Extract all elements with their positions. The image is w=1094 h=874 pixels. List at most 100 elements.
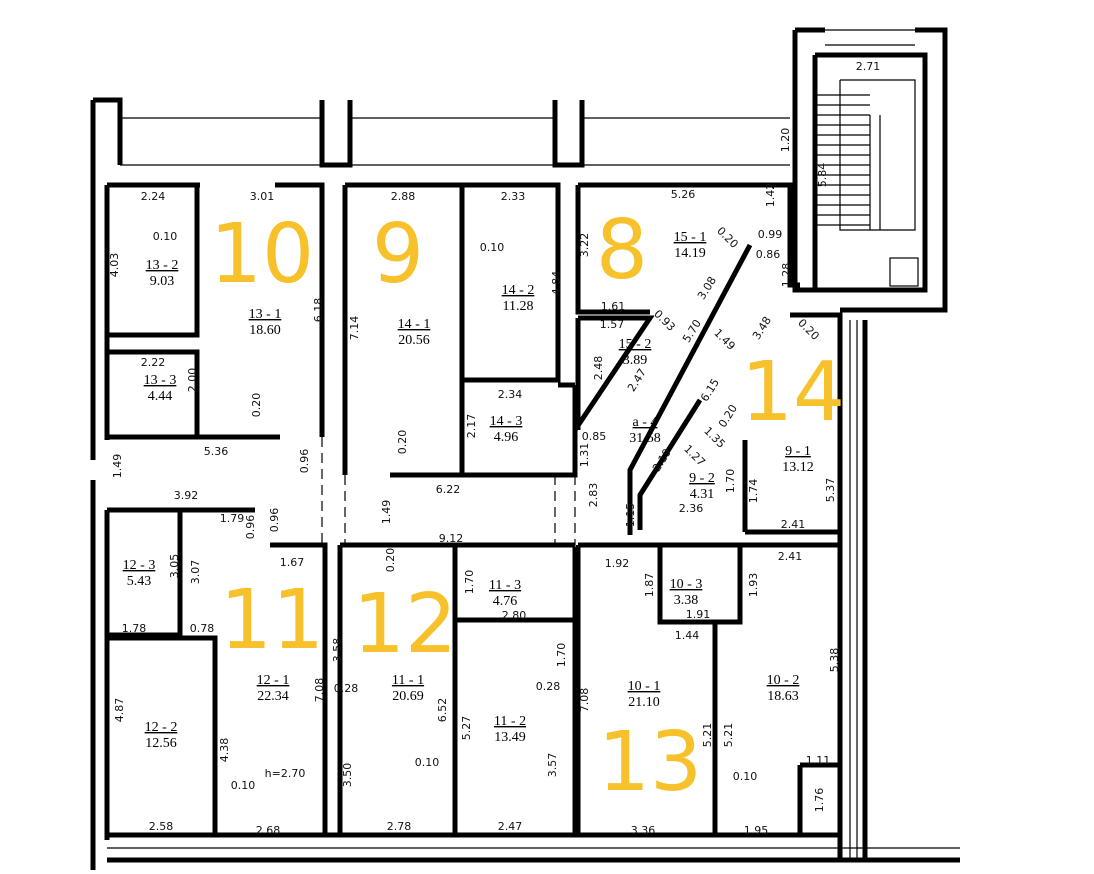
dimension-label: 7.14 <box>348 316 361 341</box>
room-area: 3.38 <box>674 593 699 608</box>
dimension-label: 0.85 <box>582 430 607 443</box>
dimension-label: 0.20 <box>396 430 409 455</box>
dimension-label: 3.36 <box>631 824 656 837</box>
dimension-label: 0.28 <box>536 680 561 693</box>
dimension-label: 3.57 <box>546 753 559 778</box>
dimension-label: 5.36 <box>204 445 229 458</box>
room-id: 11 - 3 <box>489 578 521 593</box>
dimension-label: 0.96 <box>244 515 257 540</box>
dimension-label: 0.10 <box>231 779 256 792</box>
dimension-label: 1.78 <box>122 622 147 635</box>
dimension-label: 1.70 <box>463 570 476 595</box>
dimension-label: 2.58 <box>149 820 174 833</box>
dimension-label: 1.44 <box>675 629 700 642</box>
room-area: 18.63 <box>767 689 799 704</box>
dimension-label: 5.37 <box>824 478 837 503</box>
room-id: 13 - 1 <box>249 307 282 322</box>
dimension-label: 0.86 <box>756 248 781 261</box>
unit-number: 9 <box>372 207 424 302</box>
room-area: 3.89 <box>623 353 648 368</box>
dimension-label: 3.05 <box>168 554 181 579</box>
room-area: 4.31 <box>690 487 715 502</box>
dimension-label: 0.20 <box>795 316 822 343</box>
dimension-label: 2.41 <box>781 518 806 531</box>
dimension-label: 1.70 <box>724 469 737 494</box>
room-area: 4.44 <box>148 389 173 404</box>
dimension-label: 3.92 <box>174 489 199 502</box>
dimension-label: 6.18 <box>312 298 325 323</box>
dimension-label: 0.20 <box>250 393 263 418</box>
room-area: 13.12 <box>782 460 814 475</box>
dimension-label: 4.87 <box>113 698 126 723</box>
dimension-label: 2.34 <box>498 388 523 401</box>
dimension-label: 1.67 <box>280 556 305 569</box>
dimension-label: 1.74 <box>747 479 760 504</box>
dimension-label: 3.58 <box>331 638 344 663</box>
unit-number: 12 <box>353 577 457 672</box>
dimension-label: 5.21 <box>701 723 714 748</box>
dimension-label: 1.11 <box>806 754 831 767</box>
dimension-label: 3.08 <box>695 274 719 302</box>
dimension-label: 3.50 <box>341 763 354 788</box>
dimension-label: 0.96 <box>298 449 311 474</box>
dimension-label: 3.01 <box>250 190 275 203</box>
dimension-label: 5.84 <box>816 163 829 188</box>
room-area: 31.58 <box>629 431 661 446</box>
dimension-label: 1.42 <box>764 183 777 208</box>
dimension-label: 4.03 <box>108 253 121 278</box>
dimension-label: 1.92 <box>605 557 630 570</box>
dimension-label: 1.15 <box>624 503 637 528</box>
room-area: 13.49 <box>494 730 526 745</box>
room-area: 21.10 <box>628 695 660 710</box>
dimension-label: 1.49 <box>711 326 738 353</box>
dimension-label: 2.48 <box>592 356 605 381</box>
room-id: 15 - 1 <box>674 230 707 245</box>
dimension-label: 5.26 <box>671 188 696 201</box>
dimension-label: 2.41 <box>778 550 803 563</box>
dimension-label: 1.49 <box>380 500 393 525</box>
dimension-label: 7.08 <box>578 688 591 713</box>
room-id: 15 - 2 <box>619 337 652 352</box>
dimension-label: 2.68 <box>256 824 281 837</box>
dimension-label: h=2.70 <box>265 767 306 780</box>
dimension-label: 2.71 <box>856 60 881 73</box>
dimension-label: 6.15 <box>698 376 722 404</box>
dimension-label: 0.20 <box>716 402 740 430</box>
dimension-label: 2.36 <box>679 502 704 515</box>
dimension-label: 1.31 <box>578 443 591 468</box>
dimension-label: 0.20 <box>384 548 397 573</box>
room-id: 13 - 3 <box>144 373 177 388</box>
dimension-label: 1.79 <box>220 512 245 525</box>
unit-number: 8 <box>596 203 648 298</box>
dimension-label: 2.22 <box>141 356 166 369</box>
room-area: 4.96 <box>494 430 519 445</box>
dimension-label: 0.78 <box>190 622 215 635</box>
room-area: 11.28 <box>503 299 534 314</box>
dimension-label: 1.93 <box>747 573 760 598</box>
dimension-label: 1.95 <box>744 824 769 837</box>
room-id: a - 4 <box>633 415 658 430</box>
room-area: 14.19 <box>674 246 706 261</box>
dimension-label: 1.20 <box>779 128 792 153</box>
unit-number: 11 <box>220 573 324 668</box>
room-id: 11 - 2 <box>494 714 526 729</box>
dimension-label: 5.38 <box>828 648 841 673</box>
dimension-label: 2.33 <box>501 190 526 203</box>
dimension-label: 1.27 <box>681 442 708 469</box>
dimension-label: 2.80 <box>502 609 527 622</box>
dimension-label: 6.52 <box>436 698 449 723</box>
dimension-label: 2.24 <box>141 190 166 203</box>
dimension-label: 0.10 <box>733 770 758 783</box>
room-id: 12 - 2 <box>145 720 178 735</box>
dimension-label: 0.96 <box>268 508 281 533</box>
dimension-label: 5.21 <box>722 723 735 748</box>
unit-number: 14 <box>741 345 845 440</box>
dimension-label: 2.88 <box>391 190 416 203</box>
room-area: 22.34 <box>257 689 289 704</box>
room-id: 14 - 1 <box>398 317 431 332</box>
dimension-label: 1.87 <box>643 573 656 598</box>
dimension-label: 1.49 <box>111 454 124 479</box>
